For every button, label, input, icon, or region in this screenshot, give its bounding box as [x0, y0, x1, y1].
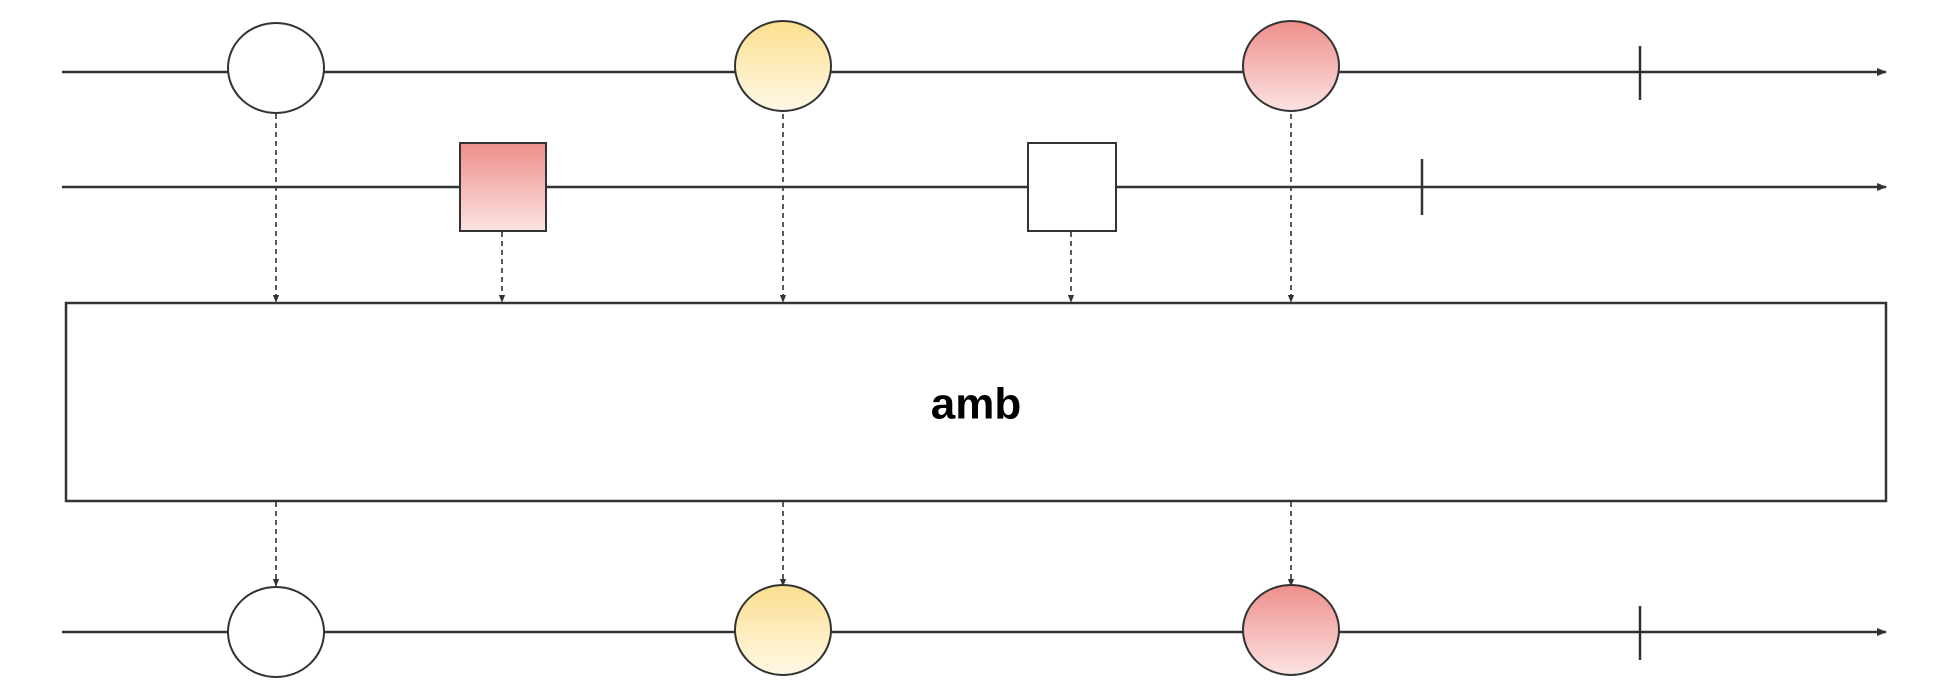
marble-yellow-input-1	[734, 20, 832, 112]
operator-box	[64, 301, 1888, 503]
marble-yellow-output	[734, 584, 832, 676]
marble-white-square-input-2	[1027, 142, 1117, 232]
marble-white-output	[227, 586, 325, 678]
marble-red-input-1	[1242, 20, 1340, 112]
marble-red-square-input-2	[459, 142, 547, 232]
marble-white-input-1	[227, 22, 325, 114]
operator-label: amb	[931, 380, 1021, 429]
marble-red-output	[1242, 584, 1340, 676]
